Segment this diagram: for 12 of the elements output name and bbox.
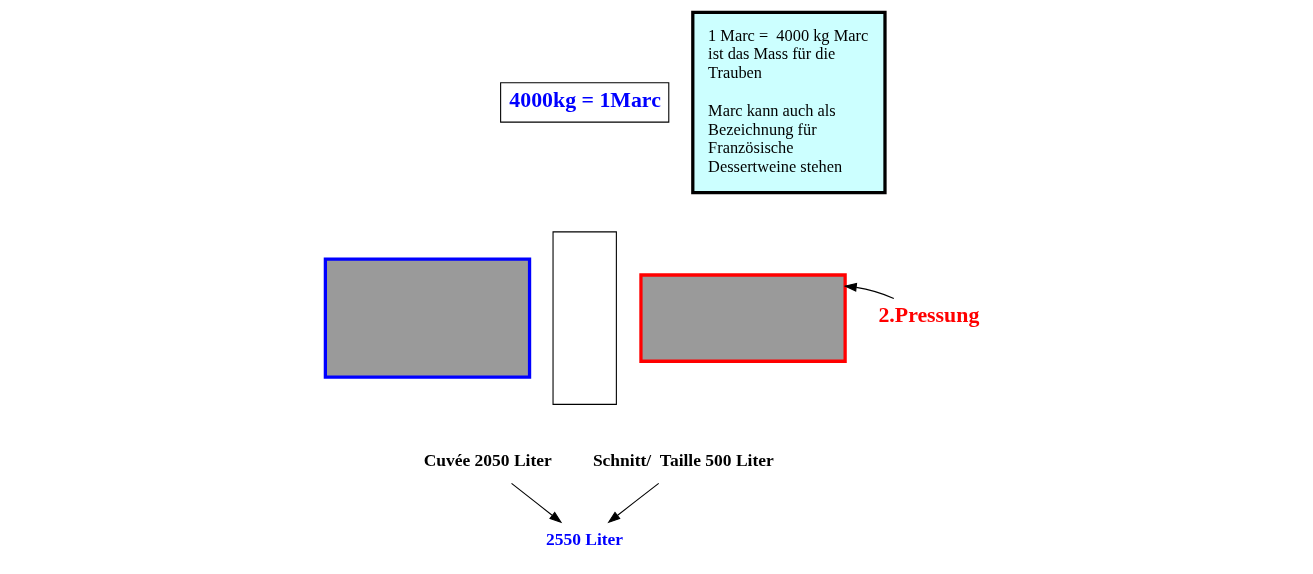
node-box: [552, 231, 617, 405]
arrow: [843, 282, 895, 299]
node-text: 2.Pressung: [878, 303, 980, 328]
node-text: 2550 Liter: [545, 529, 624, 550]
node-box: [639, 273, 847, 363]
node-box: 4000kg = 1Marc: [500, 82, 670, 123]
arrow: [607, 482, 660, 524]
arrow: [511, 482, 563, 524]
node-text: Schnitt/ Taille 500 Liter: [592, 450, 774, 471]
node-box: 1 Marc = 4000 kg Marc ist das Mass für die Trauben Marc kann auch als Bezeichnung für Französische Dessertweine stehen: [691, 10, 887, 195]
node-text: Cuvée 2050 Liter: [423, 450, 552, 471]
node-box: [323, 257, 532, 379]
